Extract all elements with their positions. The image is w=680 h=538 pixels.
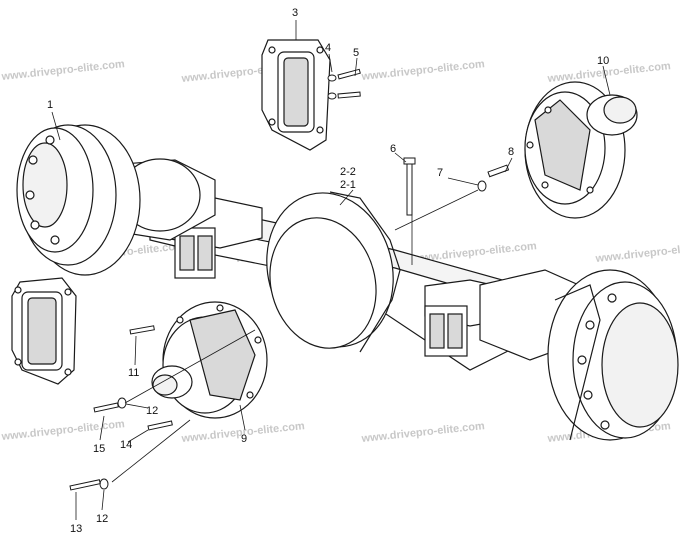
callout-7: 7: [437, 167, 443, 179]
washer-7: [477, 180, 487, 192]
bolt-15: [93, 402, 119, 413]
callout-11: 11: [128, 367, 139, 379]
watermark-8: www.drivepro-elite.com: [594, 240, 680, 265]
callout-1: 1: [47, 99, 53, 111]
leader-lines: [51, 20, 611, 520]
callout-6: 6: [390, 143, 396, 155]
watermark-11: www.drivepro-elite.com: [360, 420, 485, 445]
left-wheel-hub: [16, 124, 141, 276]
callout-12b: 12: [96, 513, 108, 525]
watermark-1: www.drivepro-elite.com: [0, 58, 125, 83]
callout-2-1: 2-1: [340, 179, 356, 191]
pin-6: [406, 159, 413, 216]
callout-14: 14: [120, 439, 132, 451]
bolt-13: [69, 479, 101, 491]
callout-13: 13: [70, 523, 82, 535]
bolt-5a: [337, 68, 361, 80]
washer-12b: [99, 478, 109, 490]
bolt-5b: [337, 91, 361, 99]
brake-caliper-left: [11, 277, 77, 385]
axle-housing: [99, 158, 591, 371]
callout-3: 3: [292, 7, 298, 19]
callout-9: 9: [241, 433, 247, 445]
callout-15: 15: [93, 443, 105, 455]
final-drive-hub-lower: [151, 301, 268, 419]
final-drive-hub-upper: [524, 81, 638, 219]
watermark-3: www.drivepro-elite.com: [360, 58, 485, 83]
bolt-11: [129, 325, 155, 335]
spring-washer-4a: [327, 74, 337, 82]
spring-washer-4b: [327, 92, 337, 100]
callout-10: 10: [597, 55, 609, 67]
callout-5: 5: [353, 47, 359, 59]
callout-4: 4: [325, 42, 331, 54]
callout-2-2: 2-2: [340, 166, 356, 178]
brake-caliper-top: [261, 39, 331, 151]
fasteners: [69, 68, 510, 491]
right-wheel-hub: [547, 269, 679, 441]
callouts: 1 2-2 2-1 3 4 5 6 7 8 9 10 11 12 15 14 1…: [47, 7, 609, 535]
watermark-9: www.drivepro-elite.com: [0, 418, 125, 443]
bolt-14: [147, 420, 173, 431]
callout-12a: 12: [146, 405, 158, 417]
washer-12a: [117, 397, 127, 409]
callout-8: 8: [508, 146, 514, 158]
